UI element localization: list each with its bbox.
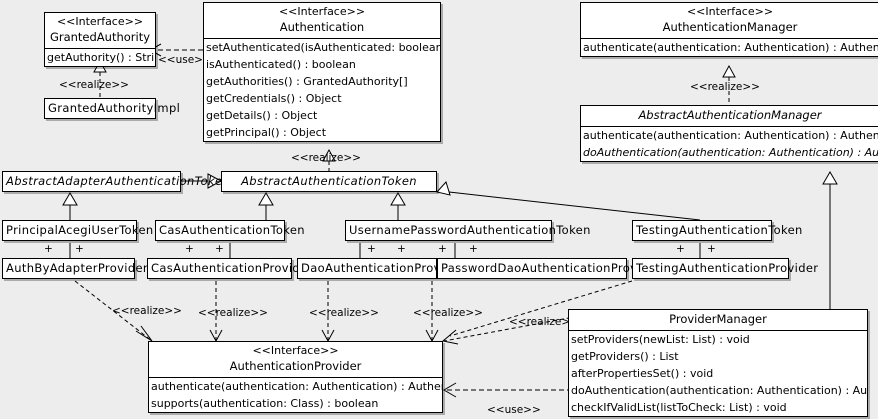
method-do-authentication: doAuthentication(authentication: Authent… <box>571 384 867 398</box>
authentication-provider-name: AuthenticationProvider <box>229 358 362 373</box>
principal-acegi-user-token-name: PrincipalAcegiUserToken <box>6 223 154 237</box>
label-realize-authentication-token: <<realize>> <box>291 152 361 164</box>
class-authentication-manager[interactable]: <<Interface>> AuthenticationManager auth… <box>580 2 878 57</box>
method-authenticate: authenticate(authentication: Authenticat… <box>151 379 442 393</box>
granted-authority-stereotype: <<Interface>> <box>56 15 144 28</box>
label-use-granted-authority: <<use>> <box>158 54 212 66</box>
auth-by-adapter-provider-name: AuthByAdapterProvider <box>6 261 148 275</box>
granted-authority-header: <<Interface>> GrantedAuthority <box>45 13 155 48</box>
method-get-credentials: getCredentials() : Object <box>206 91 342 105</box>
authentication-manager-stereotype: <<Interface>> <box>686 5 774 18</box>
abstract-authentication-token-name: AbstractAuthenticationToken <box>241 174 417 188</box>
class-abstract-authentication-manager[interactable]: AbstractAuthenticationManager authentica… <box>580 105 878 163</box>
method-set-providers: setProviders(newList: List) : void <box>571 333 750 347</box>
method-get-providers: getProviders() : List <box>571 350 679 364</box>
method-do-authentication: doAuthentication(authentication: Authent… <box>583 146 878 160</box>
assoc-plus-username-password-right2: + <box>438 243 447 255</box>
label-realize-password-dao-provider: <<realize>> <box>413 307 483 319</box>
class-granted-authority[interactable]: <<Interface>> GrantedAuthority getAuthor… <box>44 12 156 67</box>
class-dao-authentication-provider[interactable]: DaoAuthenticationProvider <box>297 258 465 279</box>
assoc-plus-testing-right: + <box>707 243 716 255</box>
method-is-authenticated: isAuthenticated() : boolean <box>206 57 356 71</box>
method-get-details: getDetails() : Object <box>206 108 318 122</box>
class-principal-acegi-user-token[interactable]: PrincipalAcegiUserToken <box>2 220 154 241</box>
authentication-manager-methods: authenticate(authentication: Authenticat… <box>581 37 878 56</box>
username-password-authentication-token-name: UsernamePasswordAuthenticationToken <box>349 223 591 237</box>
method-set-authenticated: setAuthenticated(isAuthenticated: boolea… <box>206 40 440 54</box>
method-check-if-valid-list: checkIfValidList(listToCheck: List) : vo… <box>571 401 787 415</box>
assoc-plus-cas-left: + <box>185 243 194 255</box>
testing-authentication-provider-name: TestingAuthenticationProvider <box>636 261 819 275</box>
method-after-properties-set: afterPropertiesSet() : void <box>571 367 714 381</box>
assoc-plus-username-password-right3: + <box>469 243 478 255</box>
class-username-password-authentication-token[interactable]: UsernamePasswordAuthenticationToken <box>345 220 591 241</box>
class-password-dao-authentication-provider[interactable]: PasswordDaoAuthenticationProvider <box>437 258 661 279</box>
authentication-name: Authentication <box>279 19 365 34</box>
abstract-authentication-manager-methods: authenticate(authentication: Authenticat… <box>581 126 878 161</box>
class-testing-authentication-token[interactable]: TestingAuthenticationToken <box>632 220 803 241</box>
authentication-header: <<Interface>> Authentication <box>204 3 440 38</box>
class-provider-manager[interactable]: ProviderManager setProviders(newList: Li… <box>568 309 868 418</box>
dao-authentication-provider-name: DaoAuthenticationProvider <box>301 261 465 275</box>
assoc-plus-principal-acegi-left: + <box>44 243 53 255</box>
assoc-plus-testing-left: + <box>676 243 685 255</box>
label-realize-granted-authority-impl: <<realize>> <box>59 79 129 91</box>
class-abstract-authentication-token[interactable]: AbstractAuthenticationToken <box>221 171 437 192</box>
authentication-manager-header: <<Interface>> AuthenticationManager <box>581 3 878 38</box>
label-realize-auth-by-adapter: <<realize>> <box>112 305 182 317</box>
label-use-provider-manager: <<use>> <box>487 404 541 416</box>
abstract-authentication-manager-name: AbstractAuthenticationManager <box>638 108 822 122</box>
method-authenticate: authenticate(authentication: Authenticat… <box>583 129 878 143</box>
label-realize-abstract-auth-manager: <<realize>> <box>690 81 760 93</box>
authentication-manager-name: AuthenticationManager <box>662 19 798 34</box>
cas-authentication-provider-name: CasAuthenticationProvider <box>151 261 313 275</box>
authentication-provider-methods: authenticate(authentication: Authenticat… <box>149 376 442 412</box>
granted-authority-methods: getAuthority() : String <box>45 47 155 66</box>
authentication-provider-header: <<Interface>> AuthenticationProvider <box>149 342 442 377</box>
provider-manager-methods: setProviders(newList: List) : void getPr… <box>569 330 867 416</box>
method-get-authorities: getAuthorities() : GrantedAuthority[] <box>206 74 408 88</box>
label-realize-dao-provider: <<realize>> <box>309 307 379 319</box>
assoc-plus-username-password-left: + <box>367 243 376 255</box>
method-authenticate: authenticate(authentication: Authenticat… <box>583 40 878 54</box>
password-dao-authentication-provider-name: PasswordDaoAuthenticationProvider <box>441 261 661 275</box>
assoc-plus-cas-right: + <box>215 243 224 255</box>
class-testing-authentication-provider[interactable]: TestingAuthenticationProvider <box>632 258 819 279</box>
cas-authentication-token-name: CasAuthenticationToken <box>159 223 305 237</box>
class-authentication[interactable]: <<Interface>> Authentication setAuthenti… <box>203 2 441 142</box>
class-abstract-adapter-authentication-token[interactable]: AbstractAdapterAuthenticationToken <box>2 171 231 192</box>
assoc-plus-principal-acegi-right: + <box>75 243 84 255</box>
class-cas-authentication-token[interactable]: CasAuthenticationToken <box>155 220 305 241</box>
class-authentication-provider[interactable]: <<Interface>> AuthenticationProvider aut… <box>148 341 443 413</box>
class-auth-by-adapter-provider[interactable]: AuthByAdapterProvider <box>2 258 148 279</box>
method-get-principal: getPrincipal() : Object <box>206 125 327 139</box>
abstract-adapter-authentication-token-name: AbstractAdapterAuthenticationToken <box>6 174 231 188</box>
class-cas-authentication-provider[interactable]: CasAuthenticationProvider <box>147 258 313 279</box>
abstract-authentication-manager-header: AbstractAuthenticationManager <box>581 106 878 126</box>
granted-authority-name: GrantedAuthority <box>49 29 151 44</box>
provider-manager-header: ProviderManager <box>569 310 867 330</box>
class-granted-authority-impl[interactable]: GrantedAuthorityImpl <box>44 98 181 119</box>
authentication-methods: setAuthenticated(isAuthenticated: boolea… <box>204 37 440 141</box>
authentication-provider-stereotype: <<Interface>> <box>252 344 339 357</box>
assoc-plus-username-password-mid: + <box>397 243 406 255</box>
method-supports: supports(authentication: Class) : boolea… <box>151 396 379 410</box>
label-realize-cas-provider: <<realize>> <box>198 307 268 319</box>
granted-authority-impl-name: GrantedAuthorityImpl <box>48 101 181 115</box>
testing-authentication-token-name: TestingAuthenticationToken <box>636 223 803 237</box>
provider-manager-name: ProviderManager <box>669 312 767 326</box>
authentication-stereotype: <<Interface>> <box>278 5 366 18</box>
method-get-authority: getAuthority() : String <box>47 50 155 64</box>
